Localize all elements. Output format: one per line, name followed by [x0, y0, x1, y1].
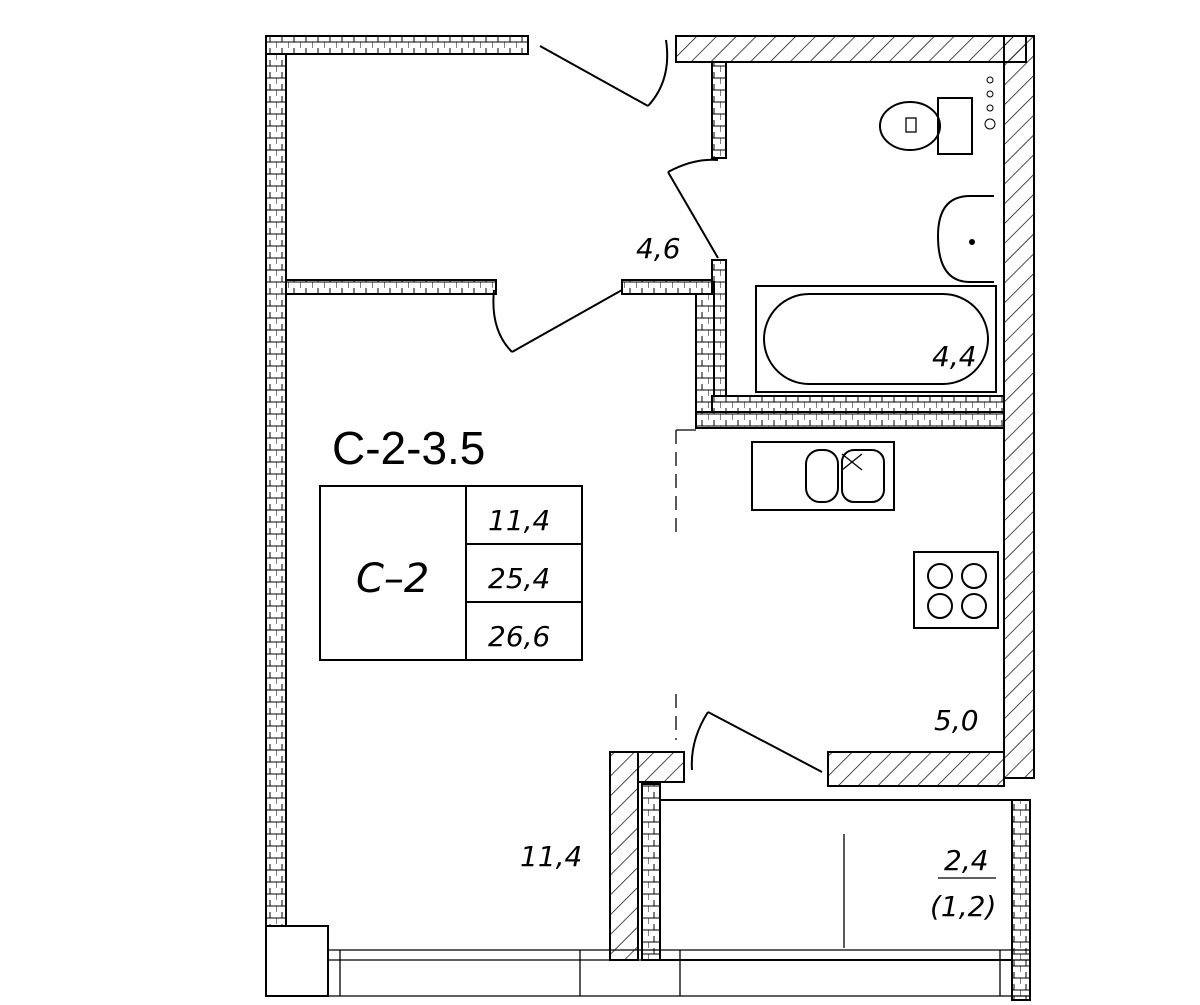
toilet-icon — [879, 76, 996, 155]
outer-left-wall — [265, 35, 529, 927]
door-bathroom — [667, 158, 719, 259]
balcony-reduced-area-label: (1,2) — [930, 890, 996, 923]
balcony-walls — [609, 751, 1031, 1001]
bathtub-icon — [755, 285, 997, 393]
bathroom-partition-walls — [695, 61, 1005, 429]
door-balcony — [690, 711, 823, 773]
door-entrance — [539, 39, 669, 107]
table-living-area: 11,4 — [488, 504, 550, 537]
bottom-window-wall — [265, 925, 1030, 997]
top-right-wall — [675, 35, 1035, 779]
table-total-with-balcony: 26,6 — [488, 620, 550, 653]
apartment-type-code: С–2 — [356, 556, 429, 602]
summary-table: С–2 11,4 25,4 26,6 — [319, 485, 583, 661]
door-living — [492, 289, 623, 353]
kitchen-sink-icon — [751, 441, 895, 511]
stove-icon — [913, 551, 999, 629]
kitchen-area-label: 5,0 — [934, 704, 979, 737]
hall-divider-wall — [285, 279, 713, 295]
washbasin-icon — [936, 195, 994, 283]
balcony-area-label: 2,4 — [944, 844, 989, 877]
bathroom-area-label: 4,4 — [932, 340, 977, 373]
table-total-area: 25,4 — [488, 562, 550, 595]
kitchen-separator — [675, 429, 696, 740]
hall-area-label: 4,6 — [636, 232, 681, 265]
apartment-code: С-2-3.5 — [332, 422, 485, 474]
living-area-label: 11,4 — [520, 840, 582, 873]
